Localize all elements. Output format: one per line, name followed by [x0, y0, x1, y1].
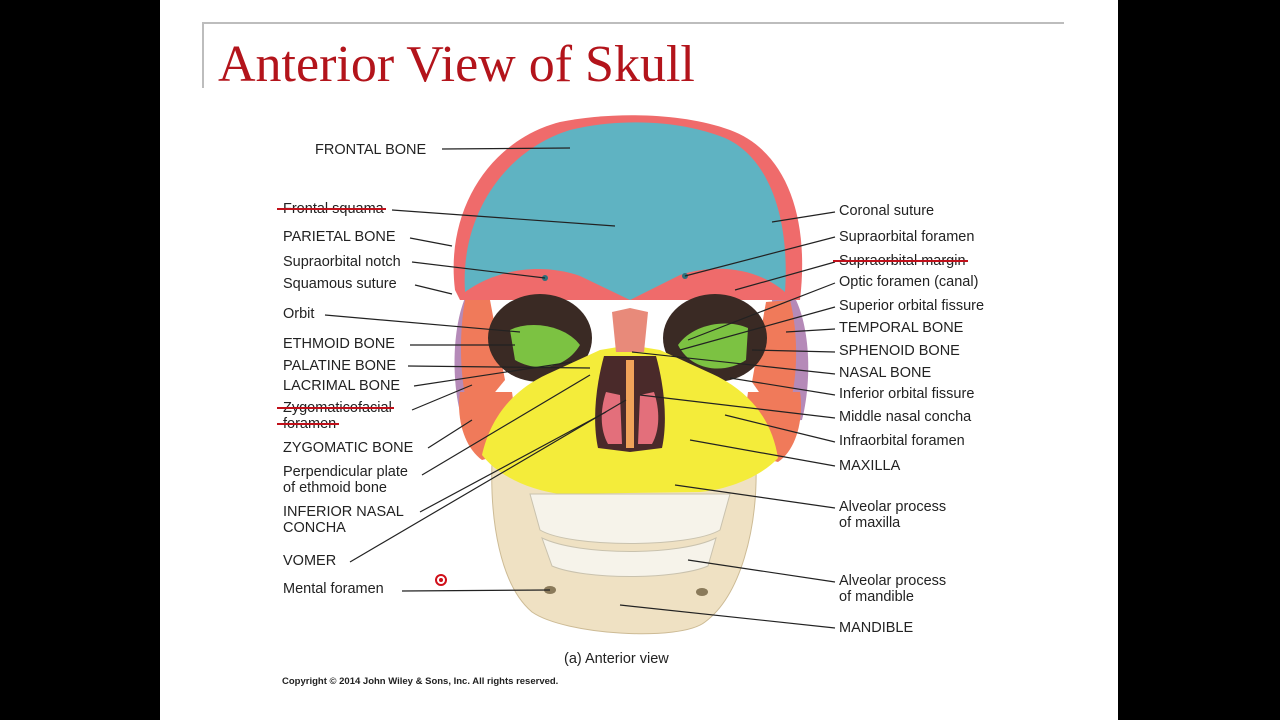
slide-top-rule: [202, 22, 1064, 24]
label-squamous-suture: Squamous suture: [283, 276, 397, 292]
annotation-strike: [277, 423, 339, 425]
nasal-concha-right-shape: [638, 392, 659, 444]
figure-caption: (a) Anterior view: [564, 651, 669, 667]
label-mental-foramen: Mental foramen: [283, 581, 384, 597]
ethmoid-left-shape: [510, 325, 580, 368]
nasal-bone-shape: [612, 308, 648, 352]
label-nasal-bone: NASAL BONE: [839, 365, 932, 381]
mental-foramen-right-shape: [696, 588, 708, 596]
label-coronal-suture: Coronal suture: [839, 203, 935, 219]
label-middle-nasal-concha: Middle nasal concha: [839, 409, 972, 425]
label-sphenoid-bone: SPHENOID BONE: [839, 343, 960, 359]
label-maxilla: MAXILLA: [839, 458, 901, 474]
annotation-strike: [277, 407, 394, 409]
annotation-strike: [277, 208, 386, 210]
label-frontal-bone: FRONTAL BONE: [315, 142, 427, 158]
label-inferior-nasal-concha: INFERIOR NASAL CONCHA: [283, 504, 404, 536]
slide-title: Anterior View of Skull: [218, 36, 695, 93]
label-lacrimal-bone: LACRIMAL BONE: [283, 378, 401, 394]
ethmoid-right-shape: [678, 323, 748, 369]
label-alveolar-process-maxilla: Alveolar process of maxilla: [839, 499, 947, 531]
label-alveolar-process-mandible: Alveolar process of mandible: [839, 573, 947, 605]
leader-lines-left: [324, 147, 627, 592]
leader-lines-right: [619, 211, 836, 629]
annotation-strike: [833, 260, 968, 262]
label-orbit: Orbit: [283, 306, 315, 322]
frontal-shape: [464, 122, 786, 300]
slide: Anterior View of Skull: [160, 0, 1118, 720]
nasal-septum-shape: [626, 360, 634, 448]
label-zygomatic-bone: ZYGOMATIC BONE: [283, 440, 414, 456]
laser-pointer-dot: [435, 574, 447, 586]
slide-left-rule: [202, 22, 204, 88]
skull-illustration: [324, 115, 836, 635]
label-parietal-bone: PARIETAL BONE: [283, 229, 396, 245]
copyright-notice: Copyright © 2014 John Wiley & Sons, Inc.…: [282, 676, 559, 687]
label-perpendicular-plate: Perpendicular plate of ethmoid bone: [283, 464, 408, 496]
label-supraorbital-foramen: Supraorbital foramen: [839, 229, 975, 245]
label-optic-foramen: Optic foramen (canal): [839, 274, 979, 290]
label-ethmoid-bone: ETHMOID BONE: [283, 336, 395, 352]
label-palatine-bone: PALATINE BONE: [283, 358, 397, 374]
label-superior-orbital-fissure: Superior orbital fissure: [839, 298, 985, 314]
label-supraorbital-notch: Supraorbital notch: [283, 254, 401, 270]
upper-teeth-shape: [529, 493, 731, 544]
lower-teeth-shape: [541, 537, 717, 577]
label-temporal-bone: TEMPORAL BONE: [839, 320, 964, 336]
label-vomer: VOMER: [283, 553, 337, 569]
label-infraorbital-foramen: Infraorbital foramen: [839, 433, 965, 449]
label-mandible: MANDIBLE: [839, 620, 914, 636]
label-zygomaticofacial-foramen: Zygomaticofacial foramen: [283, 400, 392, 432]
label-inferior-orbital-fissure: Inferior orbital fissure: [839, 386, 975, 402]
